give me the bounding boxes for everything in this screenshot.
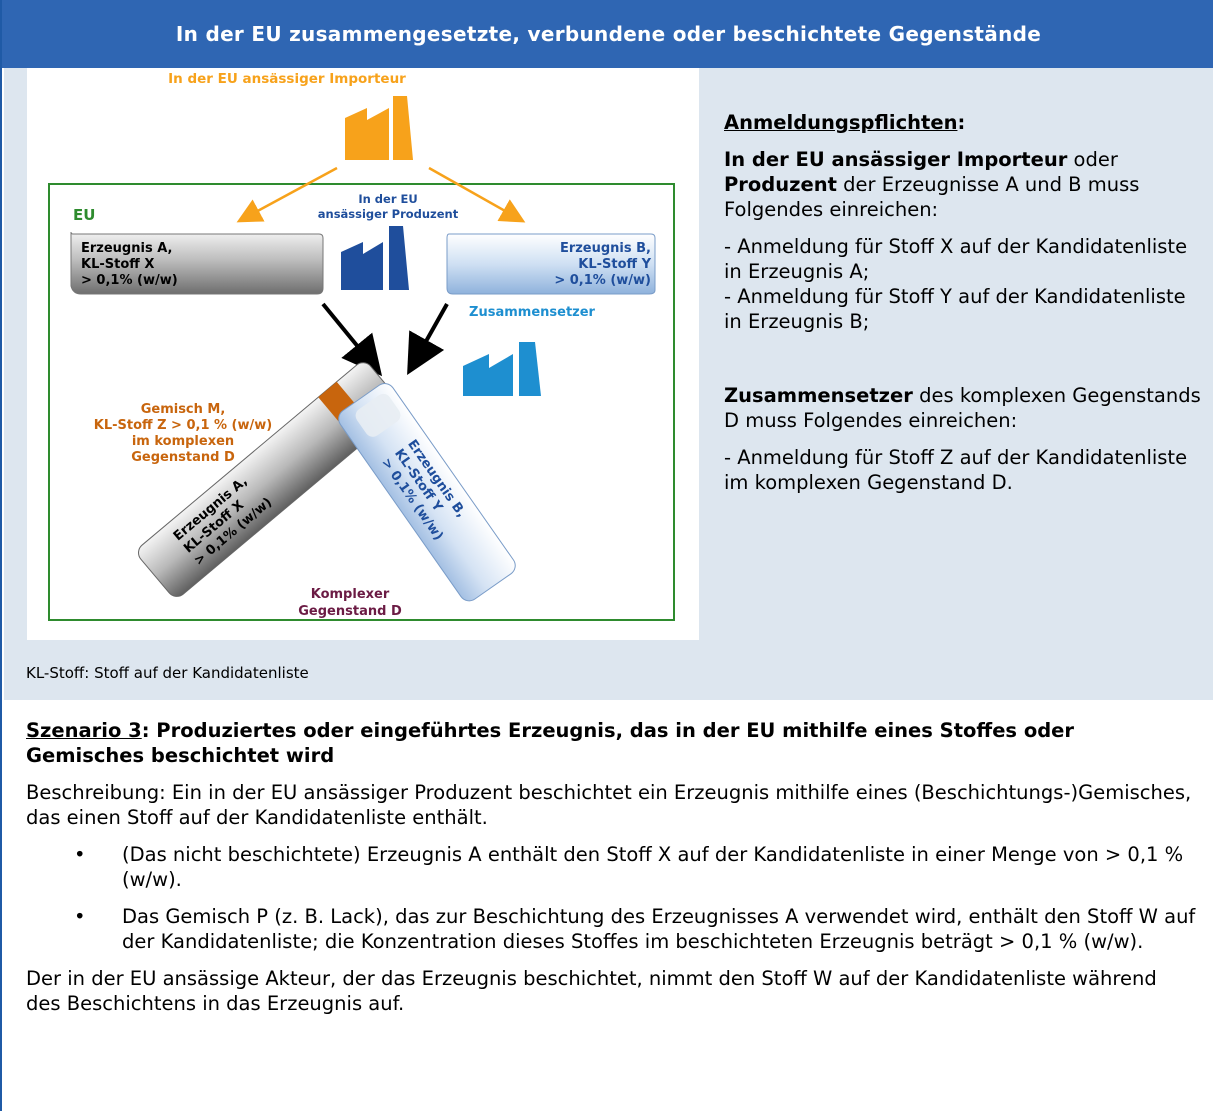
arrow-importer-to-a (236, 166, 338, 223)
arrow-b-to-d (407, 303, 449, 375)
obligation-item-3: - Anmeldung für Stoff Z auf der Kandidat… (724, 446, 1188, 494)
supply-chain-diagram: In der EU ansässiger Importeur EU In der… (27, 68, 699, 640)
eu-label: EU (73, 206, 95, 224)
importer-label: In der EU ansässiger Importeur (168, 71, 406, 87)
list-item: •Das Gemisch P (z. B. Lack), das zur Bes… (74, 905, 1196, 953)
producer-label-line2: ansässiger Produzent (318, 207, 459, 221)
assembler-factory-icon (463, 342, 541, 396)
article-a-box: Erzeugnis A, KL-Stoff X > 0,1% (w/w) (70, 231, 324, 295)
obligation-item-2: - Anmeldung für Stoff Y auf der Kandidat… (724, 285, 1186, 333)
tube-article-b: Erzeugnis B, KL-Stoff Y > 0,1% (w/w) (338, 383, 516, 602)
article-b-line2: KL-Stoff Y (578, 257, 651, 272)
scenario-description: Beschreibung: Ein in der EU ansässiger P… (26, 781, 1192, 829)
mixture-line1: Gemisch M, (141, 402, 226, 417)
obligations-panel: Anmeldungspflichten: In der EU ansässige… (724, 110, 1204, 507)
arrow-a-to-d (321, 302, 383, 377)
article-a-line1: Erzeugnis A, (81, 241, 172, 256)
diagram-caption: KL-Stoff: Stoff auf der Kandidatenliste (26, 664, 309, 682)
scenario-bullets: •(Das nicht beschichtete) Erzeugnis A en… (26, 842, 1196, 954)
article-b-box: Erzeugnis B, KL-Stoff Y > 0,1% (w/w) (446, 233, 656, 295)
mixture-line3: im komplexen (132, 434, 234, 449)
bullet-icon: • (74, 905, 86, 928)
article-a-line2: KL-Stoff X (81, 257, 154, 272)
article-b-line1: Erzeugnis B, (560, 241, 651, 256)
scenario-closing: Der in der EU ansässige Akteur, der das … (26, 967, 1157, 1015)
obligations-title: Anmeldungspflichten: (724, 111, 966, 134)
producer-factory-icon (341, 226, 409, 290)
complex-line1: Komplexer (311, 587, 390, 602)
article-b-line3: > 0,1% (w/w) (554, 273, 651, 288)
section-header: In der EU zusammengesetzte, verbundene o… (2, 0, 1213, 68)
complex-line2: Gegenstand D (298, 604, 402, 619)
mixture-line4: Gegenstand D (131, 450, 235, 465)
eu-border (48, 183, 675, 621)
article-a-line3: > 0,1% (w/w) (81, 273, 178, 288)
mixture-line2: KL-Stoff Z > 0,1 % (w/w) (94, 418, 272, 433)
obligation-item-1: - Anmeldung für Stoff X auf der Kandidat… (724, 235, 1188, 283)
importer-factory-icon (345, 96, 413, 160)
scenario-section: Szenario 3: Produziertes oder eingeführt… (26, 718, 1196, 1028)
assembler-label: Zusammensetzer (469, 305, 596, 320)
producer-label-line1: In der EU (358, 192, 417, 206)
bullet-icon: • (74, 843, 86, 866)
arrow-importer-to-b (428, 166, 526, 223)
obligations-assembler: Zusammensetzer des komplexen Gegenstands… (724, 384, 1201, 432)
obligations-importer: In der EU ansässiger Importeur oder Prod… (724, 148, 1140, 221)
list-item: •(Das nicht beschichtete) Erzeugnis A en… (74, 843, 1184, 891)
scenario-heading: Szenario 3: Produziertes oder eingeführt… (26, 719, 1075, 767)
